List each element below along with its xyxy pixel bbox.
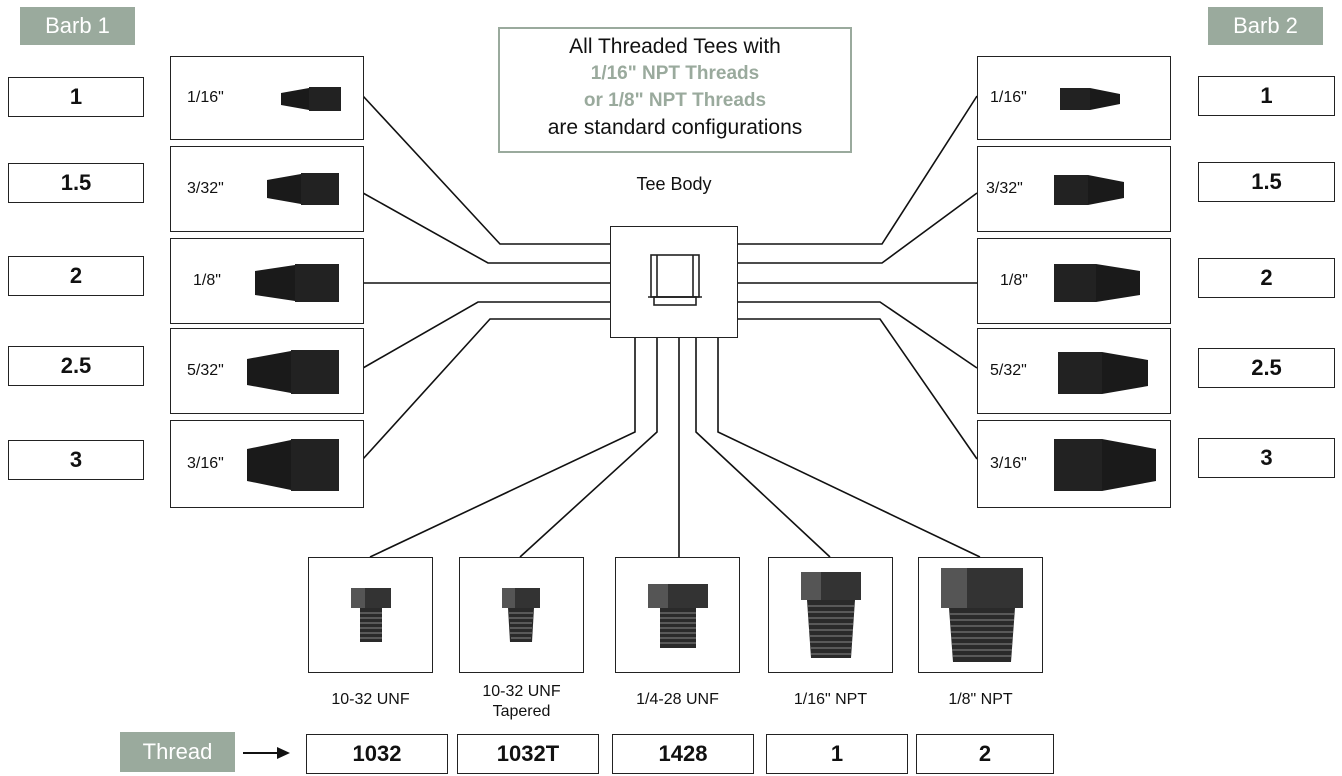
- thread-caption-10-32-unf-tapered: 10-32 UNF Tapered: [449, 682, 594, 722]
- barb1-code-1-5: 1.5: [8, 163, 144, 203]
- barb-fitting-icon: [1054, 439, 1156, 491]
- barb2-code-1-5: 1.5: [1198, 162, 1335, 202]
- barb2-code-2-5: 2.5: [1198, 348, 1335, 388]
- barb2-card-5-32: 5/32": [977, 328, 1171, 414]
- barb1-card-5-32: 5/32": [170, 328, 364, 414]
- thread-code-1032t: 1032T: [457, 734, 599, 774]
- thread-name: 1/4-28 UNF: [636, 691, 719, 708]
- threaded-plug-icon: [502, 588, 540, 642]
- thread-name: 10-32 UNF: [331, 691, 410, 708]
- threaded-plug-icon: [801, 572, 861, 658]
- thread-card-1-16-npt: [768, 557, 893, 673]
- note-line-4: are standard configurations: [547, 116, 803, 139]
- threaded-plug-icon: [941, 568, 1023, 662]
- barb2-code-3: 3: [1198, 438, 1335, 478]
- thread-name: 1/8" NPT: [948, 691, 1013, 708]
- barb-fitting-icon: [255, 264, 339, 302]
- barb2-size-label: 1/16": [990, 89, 1027, 106]
- barb-fitting-icon: [267, 173, 339, 205]
- barb2-size-label: 5/32": [990, 362, 1027, 379]
- thread-code-1428: 1428: [612, 734, 754, 774]
- thread-name-line2: Tapered: [492, 703, 551, 720]
- thread-card-1-8-npt: [918, 557, 1043, 673]
- note-line-3: or 1/8" NPT Threads: [583, 90, 767, 111]
- tee-body-label: Tee Body: [636, 174, 712, 194]
- barb1-tag: Barb 1: [20, 7, 135, 45]
- standard-configurations-note: All Threaded Tees with 1/16" NPT Threads…: [498, 27, 852, 153]
- threaded-plug-icon: [351, 588, 391, 642]
- barb-fitting-icon: [1060, 88, 1120, 110]
- barb1-code-2-5: 2.5: [8, 346, 144, 386]
- thread-caption-1-16-npt: 1/16" NPT: [758, 690, 903, 710]
- barb2-code-2: 2: [1198, 258, 1335, 298]
- barb-fitting-icon: [1054, 264, 1140, 302]
- thread-name: 10-32 UNF: [482, 683, 561, 700]
- barb1-size-label: 5/32": [187, 362, 224, 379]
- thread-card-10-32-unf: [308, 557, 433, 673]
- barb1-card-1-8: 1/8": [170, 238, 364, 324]
- barb2-size-label: 1/8": [1000, 272, 1028, 289]
- barb1-size-label: 1/16": [187, 89, 224, 106]
- arrow-right-icon: [243, 747, 290, 759]
- barb1-size-label: 1/8": [193, 272, 221, 289]
- thread-tag: Thread: [120, 732, 235, 772]
- barb1-size-label: 3/32": [187, 180, 224, 197]
- barb2-tag: Barb 2: [1208, 7, 1323, 45]
- barb-fitting-icon: [281, 87, 341, 111]
- barb2-card-1-16: 1/16": [977, 56, 1171, 140]
- thread-caption-1-4-28-unf: 1/4-28 UNF: [605, 690, 750, 710]
- barb-fitting-icon: [1058, 352, 1148, 394]
- barb1-card-3-16: 3/16": [170, 420, 364, 508]
- barb1-code-3: 3: [8, 440, 144, 480]
- tee-fitting-icon: [648, 254, 702, 306]
- threaded-plug-icon: [648, 584, 708, 648]
- barb-fitting-icon: [247, 439, 339, 491]
- barb2-card-1-8: 1/8": [977, 238, 1171, 324]
- barb2-size-label: 3/32": [986, 180, 1023, 197]
- barb2-code-1: 1: [1198, 76, 1335, 116]
- tee-body-card: [610, 226, 738, 338]
- thread-card-10-32-unf-tapered: [459, 557, 584, 673]
- barb2-size-label: 3/16": [990, 455, 1027, 472]
- thread-caption-1-8-npt: 1/8" NPT: [908, 690, 1053, 710]
- note-line-2: 1/16" NPT Threads: [590, 63, 760, 84]
- thread-card-1-4-28-unf: [615, 557, 740, 673]
- thread-name: 1/16" NPT: [793, 691, 868, 708]
- thread-caption-10-32-unf: 10-32 UNF: [298, 690, 443, 710]
- barb1-code-1: 1: [8, 77, 144, 117]
- barb-fitting-icon: [247, 350, 339, 394]
- barb1-code-2: 2: [8, 256, 144, 296]
- barb1-card-1-16: 1/16": [170, 56, 364, 140]
- thread-code-1032: 1032: [306, 734, 448, 774]
- barb-fitting-icon: [1054, 175, 1124, 205]
- note-line-1: All Threaded Tees with: [569, 35, 781, 58]
- barb1-card-3-32: 3/32": [170, 146, 364, 232]
- thread-code-1: 1: [766, 734, 908, 774]
- barb2-card-3-16: 3/16": [977, 420, 1171, 508]
- barb1-size-label: 3/16": [187, 455, 224, 472]
- thread-code-2: 2: [916, 734, 1054, 774]
- barb2-card-3-32: 3/32": [977, 146, 1171, 232]
